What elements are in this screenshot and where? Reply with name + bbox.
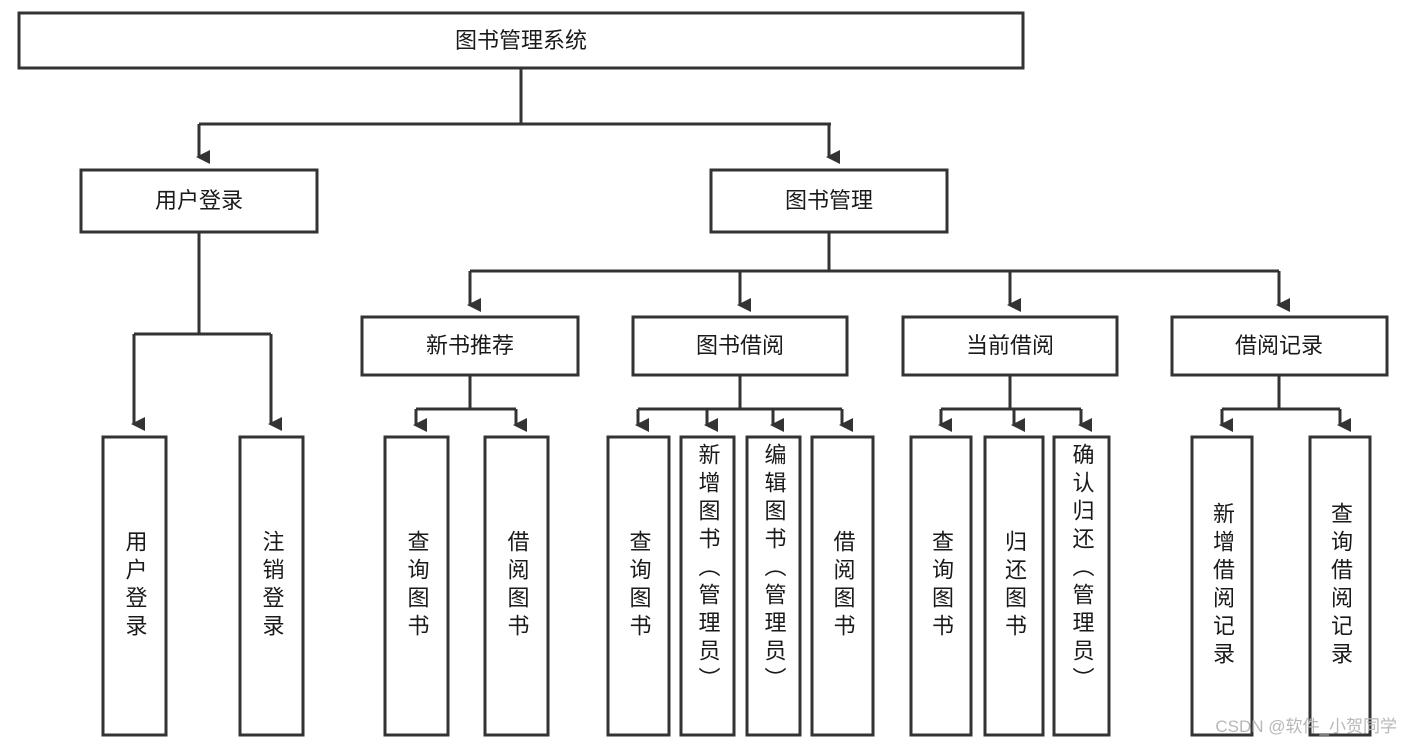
node-leaf-add-book-box[interactable] (679, 435, 736, 737)
node-new-book-recommend[interactable]: 新书推荐 (360, 315, 580, 377)
node-leaf-edit-book-label: 编辑图书（管理员） (761, 443, 787, 695)
node-leaf-add-book-label: 新增图书（管理员） (695, 443, 721, 695)
node-leaf-query-book-current-box[interactable] (909, 435, 973, 737)
node-leaf-user-login-text-area: 用户登录 (122, 530, 148, 642)
node-leaf-confirm-return-label: 确认归还（管理员） (1069, 443, 1095, 695)
node-leaf-query-book-borrow-label: 查询图书 (626, 530, 652, 642)
node-user-login-label: 用户登录 (155, 188, 243, 213)
node-new-book-recommend-box[interactable] (360, 315, 580, 377)
node-current-borrow-box[interactable] (901, 315, 1119, 377)
node-book-borrow-label: 图书借阅 (696, 333, 784, 358)
node-leaf-query-book-recommend-box[interactable] (383, 435, 450, 737)
node-leaf-logout[interactable]: 注销登录 (238, 435, 305, 737)
node-leaf-add-borrow-record-box[interactable] (1190, 435, 1254, 737)
node-new-book-recommend-label: 新书推荐 (426, 333, 514, 358)
node-leaf-edit-book[interactable]: 编辑图书（管理员） (745, 435, 802, 737)
node-book-borrow[interactable]: 图书借阅 (631, 315, 849, 377)
node-leaf-user-login-box[interactable] (101, 435, 168, 737)
connector-group-book-borrow-to-leaves (635, 375, 853, 432)
node-leaf-logout-text-area: 注销登录 (259, 530, 285, 642)
node-book-management-label: 图书管理 (785, 188, 873, 213)
node-current-borrow[interactable]: 当前借阅 (901, 315, 1119, 377)
node-leaf-borrow-book-label: 借阅图书 (830, 530, 856, 642)
node-root-box[interactable] (17, 11, 1025, 70)
connector-group-root-to-level2 (196, 68, 840, 164)
node-leaf-return-book[interactable]: 归还图书 (983, 435, 1045, 737)
node-leaf-query-book-current-label: 查询图书 (929, 530, 954, 642)
connector-group-new-book-recommend-to-leaves (413, 375, 527, 432)
node-borrow-records-box[interactable] (1170, 315, 1389, 377)
node-leaf-user-login-label: 用户登录 (122, 530, 148, 642)
node-leaf-query-book-recommend[interactable]: 查询图书 (383, 435, 450, 737)
node-leaf-query-book-current[interactable]: 查询图书 (909, 435, 973, 737)
node-leaf-return-book-box[interactable] (983, 435, 1045, 737)
node-leaf-borrow-book-recommend-box[interactable] (483, 435, 550, 737)
node-leaf-add-borrow-record-text-area: 新增借阅记录 (1210, 502, 1235, 670)
node-leaf-return-book-label: 归还图书 (1002, 530, 1027, 642)
node-leaf-query-book-borrow[interactable]: 查询图书 (606, 435, 671, 737)
node-leaf-query-book-borrow-box[interactable] (606, 435, 671, 737)
node-root-label: 图书管理系统 (455, 28, 587, 53)
node-book-borrow-box[interactable] (631, 315, 849, 377)
node-leaf-query-book-recommend-label: 查询图书 (404, 530, 430, 642)
node-leaf-confirm-return-text-area: 确认归还（管理员） (1069, 443, 1095, 695)
connector-group-current-borrow-to-leaves (938, 375, 1092, 432)
node-leaf-borrow-book-recommend[interactable]: 借阅图书 (483, 435, 550, 737)
node-leaf-edit-book-box[interactable] (745, 435, 802, 737)
node-leaf-query-borrow-record-text-area: 查询借阅记录 (1328, 502, 1353, 670)
node-book-management-box[interactable] (709, 168, 949, 234)
node-leaf-edit-book-text-area: 编辑图书（管理员） (761, 443, 787, 695)
node-leaf-query-borrow-record-label: 查询借阅记录 (1328, 502, 1353, 670)
node-leaf-query-book-current-text-area: 查询图书 (929, 530, 954, 642)
node-borrow-records[interactable]: 借阅记录 (1170, 315, 1389, 377)
node-borrow-records-label: 借阅记录 (1235, 333, 1323, 358)
node-leaf-borrow-book-recommend-label: 借阅图书 (504, 530, 530, 642)
node-leaf-query-borrow-record-box[interactable] (1308, 435, 1372, 737)
node-leaf-borrow-book[interactable]: 借阅图书 (810, 435, 875, 737)
node-leaf-confirm-return-box[interactable] (1052, 435, 1111, 737)
node-leaf-borrow-book-recommend-text-area: 借阅图书 (504, 530, 530, 642)
node-leaf-logout-box[interactable] (238, 435, 305, 737)
node-user-login[interactable]: 用户登录 (79, 168, 319, 234)
node-leaf-add-borrow-record[interactable]: 新增借阅记录 (1190, 435, 1254, 737)
node-leaf-add-book-text-area: 新增图书（管理员） (695, 443, 721, 695)
node-leaf-query-borrow-record[interactable]: 查询借阅记录 (1308, 435, 1372, 737)
connector-group-book-management-to-level3 (467, 232, 1290, 312)
node-leaf-return-book-text-area: 归还图书 (1002, 530, 1027, 642)
node-leaf-logout-label: 注销登录 (259, 530, 285, 642)
node-root[interactable]: 图书管理系统 (17, 11, 1025, 70)
node-leaf-query-book-borrow-text-area: 查询图书 (626, 530, 652, 642)
connector-group-user-login-to-leaves (131, 232, 282, 431)
node-leaf-add-book[interactable]: 新增图书（管理员） (679, 435, 736, 737)
node-leaf-user-login[interactable]: 用户登录 (101, 435, 168, 737)
node-leaf-confirm-return[interactable]: 确认归还（管理员） (1052, 435, 1111, 737)
node-leaf-borrow-book-text-area: 借阅图书 (830, 530, 856, 642)
node-leaf-add-borrow-record-label: 新增借阅记录 (1210, 502, 1235, 670)
node-current-borrow-label: 当前借阅 (966, 333, 1054, 358)
node-book-management[interactable]: 图书管理 (709, 168, 949, 234)
node-leaf-query-book-recommend-text-area: 查询图书 (404, 530, 430, 642)
node-user-login-box[interactable] (79, 168, 319, 234)
connector-group-borrow-records-to-leaves (1219, 375, 1351, 432)
node-leaf-borrow-book-box[interactable] (810, 435, 875, 737)
